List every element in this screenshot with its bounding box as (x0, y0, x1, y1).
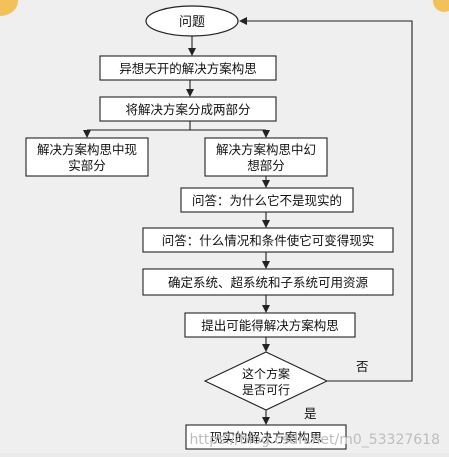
no-label: 否 (356, 359, 369, 374)
process-node-3b-line1: 解决方案构思中幻 (216, 142, 316, 157)
process-node-3b (204, 137, 328, 177)
start-label: 问题 (179, 15, 205, 30)
process-node-4 (180, 187, 354, 213)
process-node-3a-line2: 实部分 (68, 158, 106, 173)
yes-label: 是 (304, 406, 317, 421)
process-node-1-label: 异想天开的解决方案构思 (119, 61, 257, 76)
process-node-6-label: 确定系统、超系统和子系统可用资源 (168, 275, 369, 290)
edge-no-loop (239, 17, 413, 382)
process-node-4-label: 问答：为什么它不是现实的 (192, 193, 342, 208)
process-node-3b-line2: 想部分 (247, 158, 285, 173)
decision-line2: 是否可行 (242, 383, 290, 397)
decorative-circle (433, 0, 449, 12)
watermark-text: https://blog.csdn.net/m0_53327618 (189, 432, 440, 448)
process-node-6 (142, 268, 394, 296)
process-node-5 (142, 227, 394, 253)
decision-line1: 这个方案 (242, 366, 290, 381)
process-node-1 (99, 55, 277, 81)
process-node-7-label: 提出可能得解决方案构思 (201, 318, 339, 333)
end-label: 现实的解决方案构思 (210, 430, 323, 445)
process-node-3a-line1: 解决方案构思中现 (37, 142, 137, 157)
process-node-7 (184, 312, 356, 338)
process-node-2-label: 将解决方案分成两部分 (125, 102, 250, 117)
process-node-5-label: 问答：什么情况和条件使它可变得现实 (162, 233, 375, 248)
process-node-2 (99, 96, 277, 122)
decision-node (203, 351, 329, 411)
process-node-3a (25, 137, 149, 177)
end-node (185, 424, 347, 450)
